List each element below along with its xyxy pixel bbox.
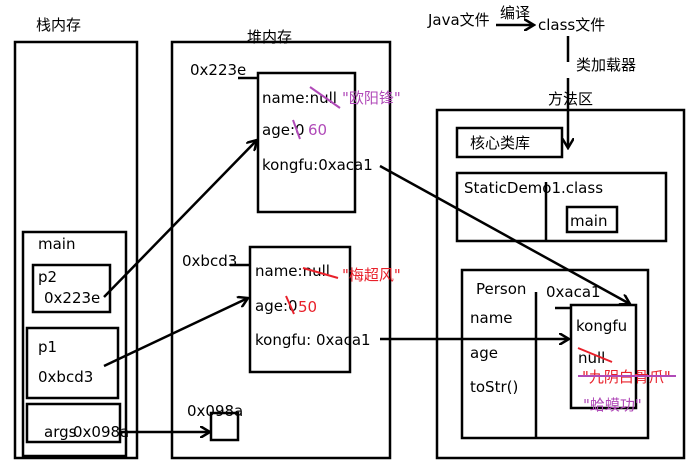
args-name: args [44, 423, 77, 441]
static-address: 0xaca1 [546, 283, 601, 301]
obj1-kongfu-arrow [379, 164, 630, 304]
kongfu-value-3: "蛤蟆功" [583, 396, 642, 414]
p2-var [31, 263, 112, 314]
kongfu-static-label: kongfu [576, 317, 627, 335]
heap-title: 堆内存 [247, 28, 292, 46]
p1-ref-arrow [103, 298, 248, 368]
person-field-age: age [470, 344, 498, 362]
obj2-name-new: "梅超风" [342, 266, 401, 284]
core-lib-box [455, 126, 564, 159]
p1-var [25, 326, 120, 400]
person-title: Person [476, 280, 526, 298]
obj2-name: name:null [255, 262, 330, 280]
obj2-age-new: 50 [298, 298, 317, 316]
obj2-address: 0xbcd3 [182, 252, 237, 270]
heap-box [170, 40, 392, 460]
p1-name: p1 [38, 338, 57, 356]
obj2-age-strike [285, 295, 295, 315]
p2-name: p2 [38, 268, 57, 286]
core-lib-label: 核心类库 [470, 134, 530, 152]
kongfu-null-strike [577, 347, 613, 363]
method-area-title: 方法区 [548, 90, 593, 108]
java-file-label: Java文件 [427, 11, 490, 29]
kongfu-value-null: null [578, 349, 605, 367]
stack-box [13, 40, 139, 460]
obj2-kongfu: kongfu: 0xaca1 [255, 331, 371, 349]
obj1-age-strike [292, 119, 301, 140]
main-frame-label: main [38, 235, 75, 253]
stack-title: 栈内存 [36, 16, 81, 34]
static-demo-main: main [570, 212, 607, 230]
kongfu-static-box [569, 303, 638, 410]
obj1-name-new: "欧阳锋" [342, 89, 401, 107]
p2-value: 0x223e [44, 289, 100, 307]
static-demo-main-box [565, 205, 619, 234]
person-class-box [460, 268, 650, 440]
args-value: 0x098a [73, 423, 129, 441]
static-demo-box [455, 171, 668, 243]
obj1-name-strike [309, 86, 341, 109]
args-array-address: 0x098a [187, 402, 243, 420]
obj2-name-strike [302, 267, 339, 279]
method-area-box [435, 108, 686, 460]
obj1-kongfu: kongfu:0xaca1 [262, 156, 373, 174]
person-field-name: name [470, 309, 513, 327]
static-demo-title: StaticDemo1.class [464, 179, 603, 197]
args-var [25, 402, 122, 444]
obj1-age: age:0 [262, 121, 305, 139]
main-frame [21, 230, 128, 458]
p2-ref-arrow [103, 140, 257, 298]
p1-value: 0xbcd3 [38, 368, 93, 386]
class-file-label: class文件 [538, 16, 605, 34]
class-loader-label: 类加载器 [576, 56, 636, 74]
obj1-age-new: 60 [308, 121, 327, 139]
obj2-box [248, 245, 352, 374]
obj1-address: 0x223e [190, 61, 246, 79]
person-method-tostr: toStr() [470, 378, 518, 396]
compile-label: 编译 [500, 4, 530, 22]
obj2-age: age:0 [255, 297, 298, 315]
